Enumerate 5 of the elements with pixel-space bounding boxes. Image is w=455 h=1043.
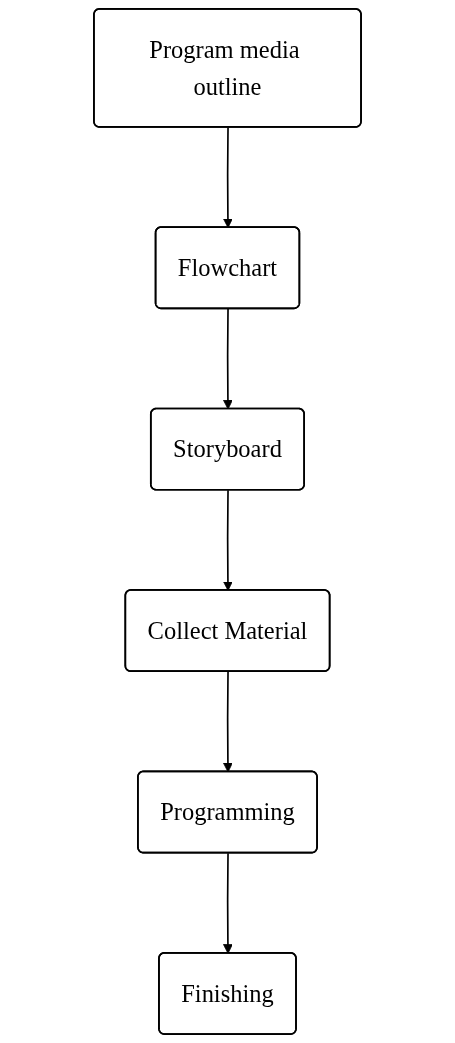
arrow: [223, 670, 233, 773]
arrow: [223, 852, 233, 954]
arrow: [223, 489, 233, 591]
arrow: [223, 126, 233, 229]
arrow: [223, 308, 233, 410]
